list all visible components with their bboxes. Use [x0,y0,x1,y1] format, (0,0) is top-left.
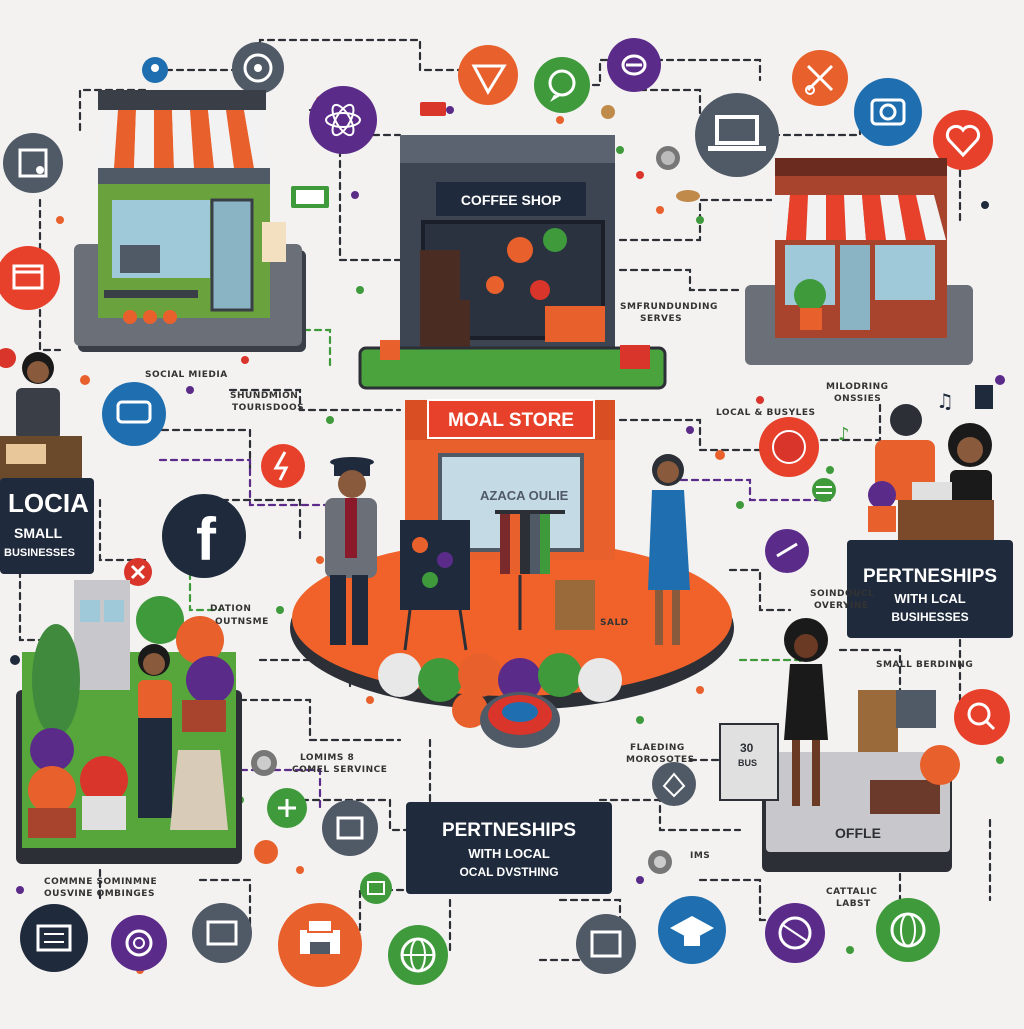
phone-icon[interactable] [607,38,661,92]
shield-icon[interactable] [759,417,819,477]
partnerships-center-title: PERTNESHIPS [442,820,576,841]
credit-card-icon [291,186,329,208]
network-icon[interactable] [765,903,825,963]
partnerships-right-subtitle: WITH LCAL [894,591,966,606]
scissors-icon[interactable] [792,50,848,106]
label-sound-2: OVERYINE [814,601,869,611]
printer-icon[interactable] [278,903,362,987]
local-business-subtitle-2: BUSINESSES [4,547,75,559]
label-sale: SALD [600,618,629,628]
chat-bubble-icon[interactable] [102,382,166,446]
label-lomims-1: LOMIMS 8 [300,753,354,763]
document-icon[interactable] [3,133,63,193]
world-icon[interactable] [876,898,940,962]
location-icon[interactable] [142,57,168,83]
partnerships-center-subtitle: WITH LOCAL [468,846,550,861]
main-store: MOAL STORE AZACA OULIE [290,399,734,748]
atom-icon[interactable] [309,86,377,154]
label-local-rewards: LOCAL & BUSYLES [716,408,816,418]
garden-platform [16,580,242,864]
label-ims: IMS [690,851,710,861]
puzzle-small-icon [648,850,672,874]
svg-text:♫: ♫ [936,389,954,413]
store-window-text: AZACA OULIE [480,488,569,503]
sparkle-icon[interactable] [267,788,307,828]
label-flaedine-2: MOROSOTES [626,755,695,765]
message-icon[interactable] [652,762,696,806]
partnerships-right-title: PERTNESHIPS [863,566,997,587]
facebook-icon[interactable]: f [162,494,246,578]
svg-text:♪: ♪ [838,424,850,445]
partnerships-center-subtitle-2: OCAL DVSTHING [459,865,558,879]
label-cross-bottom: OUTNSME [215,617,269,627]
label-touchpoints: TOURISDOOS [232,403,304,413]
puzzle-icon[interactable] [322,800,378,856]
local-small-business-sign: LOCIA SMALL BUSINESSES [0,478,94,574]
label-sound-1: SOINDOUCL [810,589,874,599]
icon-circles: f ♫ ♪ [0,38,1010,987]
local-business-subtitle: SMALL [14,525,63,541]
star-icon [0,348,16,368]
pin-icon[interactable] [232,42,284,94]
label-social-media: SOCIAL MIEDIA [145,370,228,380]
check-icon[interactable] [765,529,809,573]
office-platform: OFFLE 30 BUS [719,618,960,872]
top-right-storefront [745,158,973,365]
coffee-icon [601,105,700,202]
left-vendor [0,352,82,484]
label-comtin-2: OUSVINE OMBINGES [44,889,155,899]
calendar-icon[interactable] [0,246,60,310]
ball-icon [251,750,277,776]
svg-text:f: f [196,506,217,573]
window-icon[interactable] [192,903,252,963]
pointer-icon[interactable] [254,840,278,864]
office-label: OFFLE [835,825,881,841]
leaf-icon [812,478,836,502]
label-flaedine-1: FLAEDING [630,743,685,753]
label-sbadeniaing: SMALL BERDINNG [876,660,973,670]
coffee-shop-building: COFFEE SHOP [358,135,667,390]
main-store-sign: MOAL STORE [448,410,574,431]
label-smfrunding-1: SMFRUNDUNDING [620,302,718,312]
video-icon[interactable] [360,872,392,904]
partnerships-sign-center: PERTNESHIPS WITH LOCAL OCAL DVSTHING [406,802,612,894]
graduation-icon[interactable] [658,896,726,964]
coffee-shop-sign: COFFEE SHOP [461,192,561,208]
globe-icon[interactable] [388,925,448,985]
label-shundmion: SHUNDMION [230,391,298,401]
label-mildorning-2: ONSSIES [834,394,881,404]
x-icon[interactable] [124,558,152,586]
label-cattalic-1: CATTALIC [826,887,877,897]
heart-icon[interactable] [933,110,993,170]
price-tag-number: 30 [740,741,754,755]
price-tag-text: BUS [738,758,757,768]
label-cross-top: DATION [210,604,251,614]
top-left-storefront [74,90,306,352]
send-icon[interactable] [458,45,518,105]
label-cattalic-2: LABST [836,899,871,909]
tag-icon [420,102,446,116]
document-list-icon[interactable] [20,904,88,972]
label-smfrunding-2: SERVES [640,314,682,324]
label-lomims-2: COMEL SERVINCE [292,765,387,775]
small-labels: SOCIAL MIEDIA SHUNDMION TOURISDOOS SMFRU… [44,302,973,909]
laptop-icon[interactable] [695,93,779,177]
bolt-icon[interactable] [261,444,305,488]
magnifier-icon[interactable] [954,689,1010,745]
camera-icon[interactable] [854,78,922,146]
label-comtin-1: COMMNE SOMINMNE [44,877,157,887]
partnerships-sign-right: PERTNESHIPS WITH LCAL BUSIHESSES [847,540,1013,638]
handshake-icon[interactable] [576,914,636,974]
flower-bed [378,653,622,748]
partnerships-right-subtitle-2: BUSIHESSES [891,610,968,624]
music-icon: ♫ ♪ [838,385,993,445]
local-business-title: LOCIA [8,488,89,518]
chat-icon[interactable] [534,57,590,113]
right-vendors [868,404,994,552]
swirl-icon[interactable] [111,915,167,971]
label-mildorning-1: MILODRING [826,382,889,392]
